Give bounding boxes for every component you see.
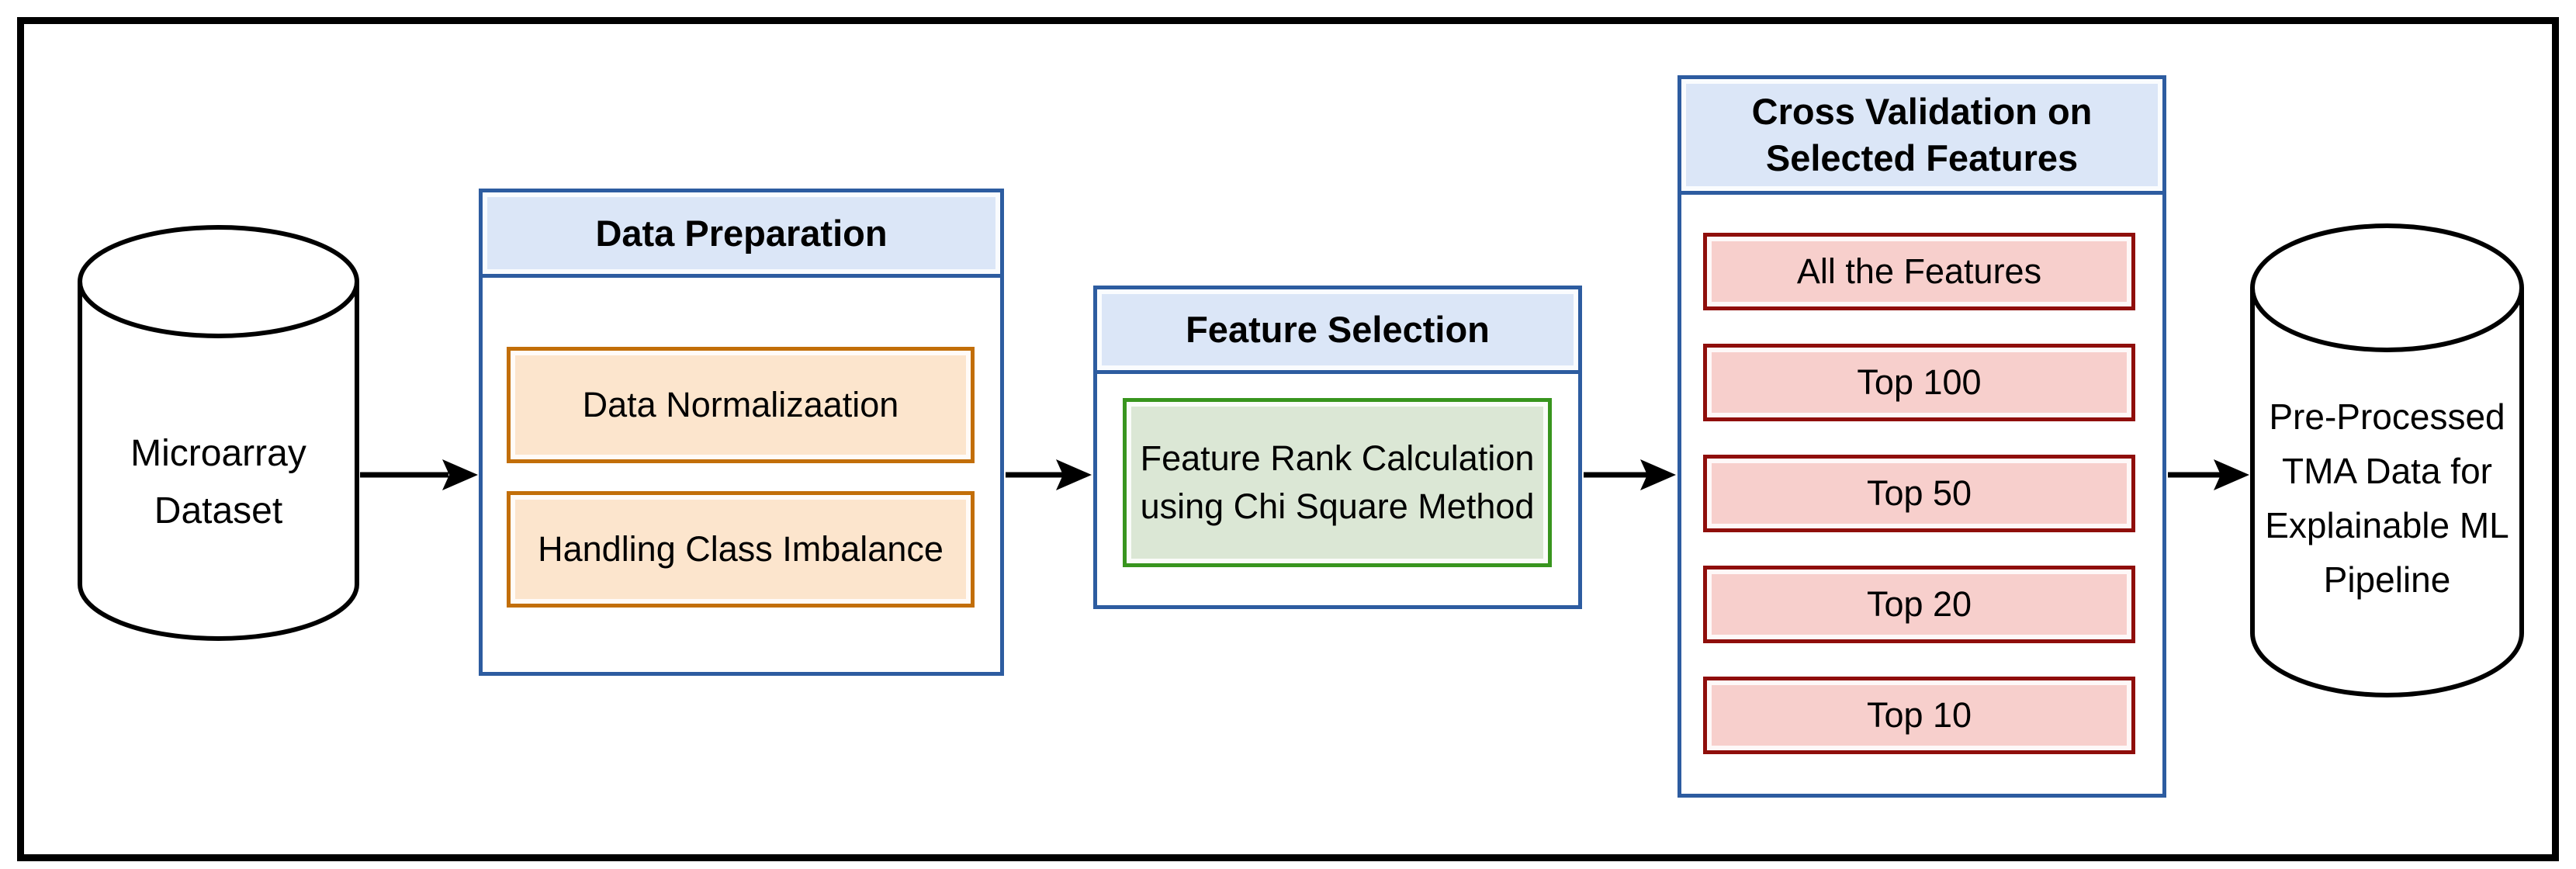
step-label: Top 50 [1866, 473, 1972, 513]
output-db-label-line: Explainable ML [2265, 505, 2509, 545]
step-top-100: Top 100 [1703, 344, 2135, 421]
source-db-label-line: Microarray [130, 433, 306, 474]
outer-border [17, 17, 2559, 861]
step-label: Top 20 [1866, 584, 1972, 624]
data-preparation-title: Data Preparation [595, 212, 888, 254]
data-preparation-header: Data Preparation [483, 192, 1000, 278]
output-db-cylinder-shape [2250, 223, 2524, 698]
data-preparation-group: Data Preparation Data Normalizaation Han… [479, 189, 1004, 676]
feature-selection-group: Feature Selection Feature Rank Calculati… [1093, 286, 1582, 609]
step-label: Top 100 [1857, 362, 1982, 402]
step-label-line: Feature Rank Calculation [1140, 438, 1535, 478]
cross-validation-header: Cross Validation on Selected Features [1681, 79, 2162, 195]
step-label: Top 10 [1866, 695, 1972, 735]
source-db-label: Microarray Dataset [78, 425, 359, 540]
step-label: All the Features [1796, 251, 2042, 291]
cross-validation-title-line: Selected Features [1765, 137, 2079, 178]
feature-selection-header: Feature Selection [1097, 289, 1578, 374]
arrow-crossval-to-output [2168, 459, 2249, 490]
source-db-label-line: Dataset [154, 490, 283, 531]
step-top-20: Top 20 [1703, 566, 2135, 643]
cross-validation-group: Cross Validation on Selected Features Al… [1678, 75, 2166, 798]
output-db-label: Pre-Processed TMA Data for Explainable M… [2250, 389, 2524, 607]
output-db-label-line: Pre-Processed [2269, 396, 2505, 437]
step-handling-class-imbalance: Handling Class Imbalance [507, 491, 975, 608]
source-db-cylinder-shape [78, 225, 359, 641]
step-label: Handling Class Imbalance [538, 529, 943, 569]
step-data-normalization: Data Normalizaation [507, 347, 975, 463]
step-top-50: Top 50 [1703, 455, 2135, 532]
step-feature-rank-calculation: Feature Rank Calculation using Chi Squar… [1123, 398, 1552, 567]
step-label-line: using Chi Square Method [1140, 486, 1535, 526]
output-db-label-line: TMA Data for [2282, 451, 2492, 491]
output-db-label-line: Pipeline [2323, 559, 2451, 600]
step-label: Data Normalizaation [582, 385, 899, 424]
arrow-source-to-dataprep [360, 459, 478, 490]
step-top-10: Top 10 [1703, 677, 2135, 754]
cross-validation-title-line: Cross Validation on [1751, 91, 2093, 132]
arrow-featuresel-to-crossval [1584, 459, 1676, 490]
feature-selection-title: Feature Selection [1186, 309, 1490, 350]
step-all-the-features: All the Features [1703, 233, 2135, 310]
arrow-dataprep-to-featuresel [1006, 459, 1092, 490]
